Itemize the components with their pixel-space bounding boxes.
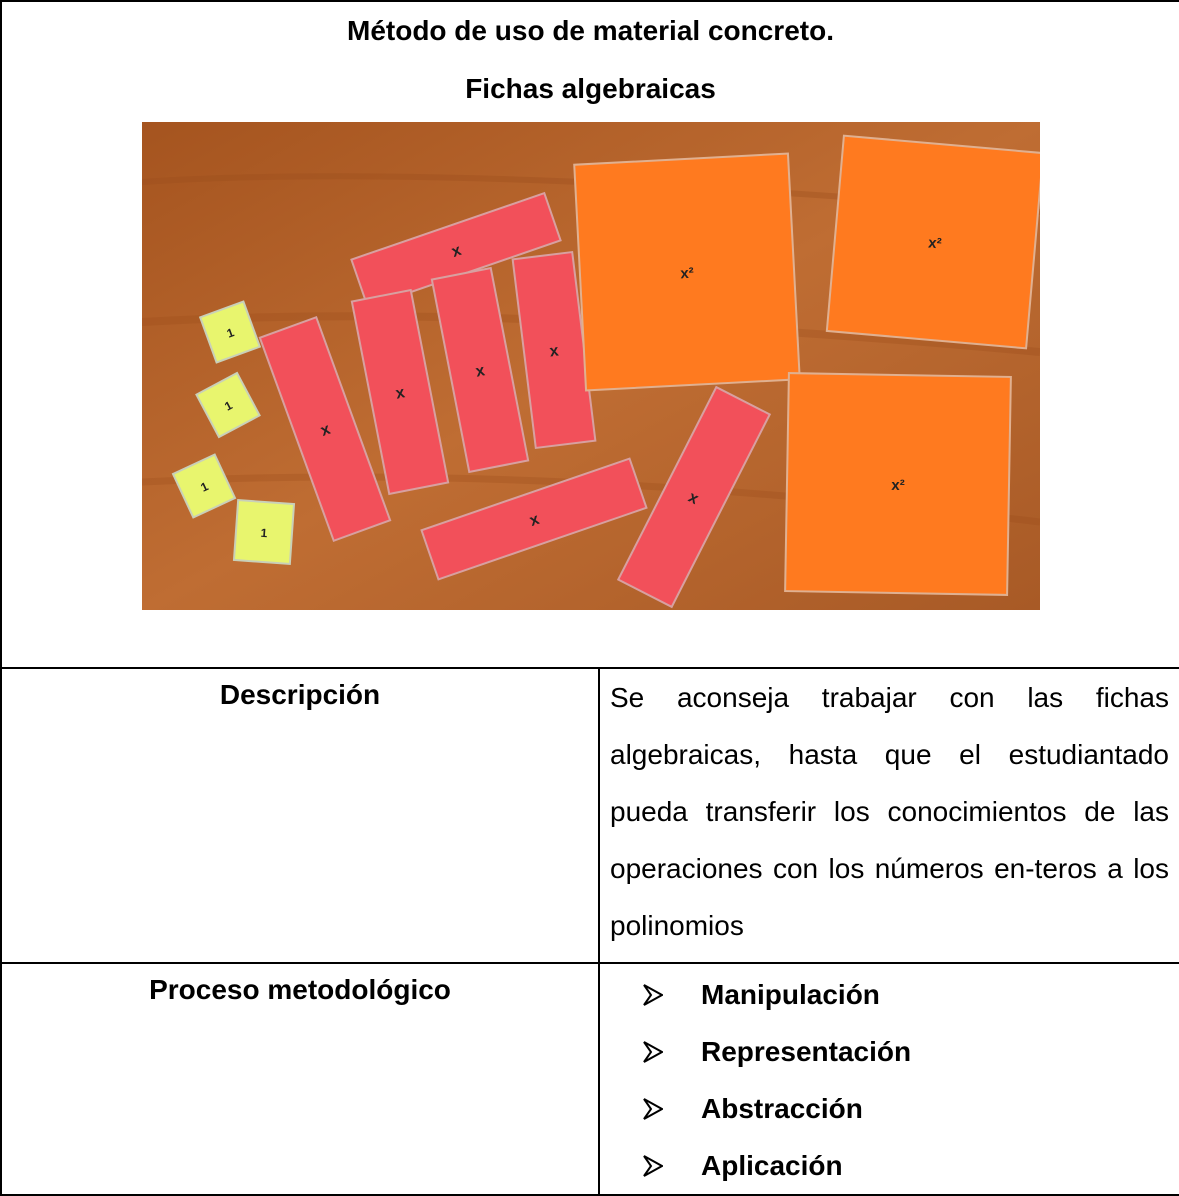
svg-text:x²: x²: [891, 477, 905, 494]
variable-tile: x: [419, 457, 648, 581]
square-tile: x²: [783, 372, 1012, 596]
process-row: Proceso metodológico Manipulación Repres…: [0, 962, 1179, 1196]
variable-tile: x: [258, 315, 391, 543]
svg-text:1: 1: [260, 526, 268, 540]
algebra-tiles-photo: 1 1 1 1 x: [141, 122, 1040, 610]
unit-tile: 1: [232, 499, 295, 565]
svg-text:x²: x²: [927, 234, 942, 252]
document-title: Método de uso de material concreto.: [347, 15, 834, 46]
list-item: Representación: [643, 1023, 1179, 1080]
process-step: Aplicación: [701, 1150, 843, 1181]
unit-tile: 1: [194, 371, 261, 439]
square-tile: x²: [572, 152, 801, 392]
process-label: Proceso metodológico: [149, 974, 451, 1005]
process-label-cell: Proceso metodológico: [0, 962, 600, 1196]
header-cell: Método de uso de material concreto. Fich…: [0, 0, 1179, 669]
description-label: Descripción: [219, 679, 381, 710]
process-step: Representación: [701, 1036, 912, 1067]
list-item: Aplicación: [643, 1137, 1179, 1194]
arrowhead-bullet-icon: [643, 1154, 663, 1177]
svg-text:1: 1: [224, 325, 235, 341]
process-step: Manipulación: [701, 979, 880, 1010]
list-item: Manipulación: [643, 966, 1179, 1023]
square-tile: x²: [825, 134, 1040, 350]
arrowhead-bullet-icon: [643, 1097, 663, 1120]
svg-text:x: x: [394, 384, 406, 402]
arrowhead-bullet-icon: [643, 983, 663, 1006]
variable-tile: x: [430, 266, 529, 474]
description-row: Descripción Se aconseja trabajar con las…: [0, 667, 1179, 964]
variable-tile: x: [616, 385, 771, 609]
svg-text:x: x: [474, 362, 486, 380]
list-item: Abstracción: [643, 1080, 1179, 1137]
svg-text:x: x: [548, 342, 559, 360]
process-steps-cell: Manipulación Representación Abstracción …: [598, 962, 1179, 1196]
document-subtitle: Fichas algebraicas: [465, 73, 716, 104]
variable-tile: x: [350, 288, 449, 496]
process-step: Abstracción: [701, 1093, 863, 1124]
unit-tile: 1: [171, 453, 236, 519]
unit-tile: 1: [198, 300, 261, 364]
description-text: Se aconseja trabajar con las fichas alge…: [610, 682, 1169, 941]
process-steps-list: Manipulación Representación Abstracción …: [600, 966, 1179, 1194]
description-text-cell: Se aconseja trabajar con las fichas alge…: [598, 667, 1179, 964]
svg-text:x²: x²: [679, 265, 693, 283]
arrowhead-bullet-icon: [643, 1040, 663, 1063]
variable-tile: x: [511, 250, 596, 450]
header-row: Método de uso de material concreto. Fich…: [0, 0, 1179, 669]
description-label-cell: Descripción: [0, 667, 600, 964]
